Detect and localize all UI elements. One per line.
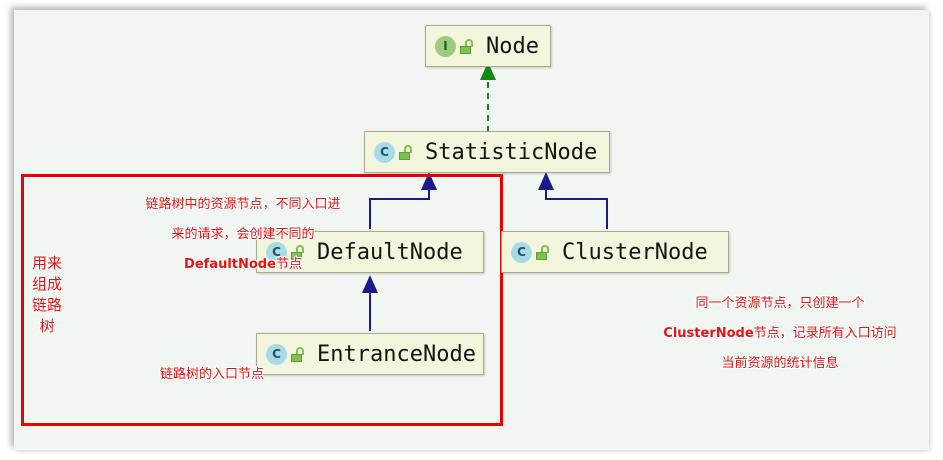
- class-name-cluster-node: ClusterNode: [562, 239, 708, 265]
- class-badge-icon: C: [511, 241, 532, 263]
- annotation-default-node-line3: DefaultNode节点: [118, 257, 368, 272]
- class-badge-icon: C: [266, 241, 287, 263]
- annotation-default-node-line3-bold: DefaultNode: [184, 257, 276, 272]
- class-name-node: Node: [486, 33, 539, 59]
- class-badge-icon: C: [266, 343, 287, 365]
- unlocked-padlock-icon: [291, 346, 304, 362]
- annotation-cluster-node-line2: ClusterNode节点，记录所有入口访问: [655, 326, 905, 341]
- annotation-default-node-line3-rest: 节点: [275, 257, 302, 272]
- annotation-default-node: 链路树中的资源节点，不同入口进 来的请求，会创建不同的 DefaultNode节…: [118, 182, 368, 287]
- group-highlight-box: [21, 174, 503, 426]
- annotation-entrance-node: 链路树的入口节点: [160, 367, 265, 382]
- annotation-cluster-node-line2-bold: ClusterNode: [663, 326, 754, 341]
- diagram-canvas: [14, 10, 929, 450]
- annotation-cluster-node: 同一个资源节点，只创建一个 ClusterNode节点，记录所有入口访问 当前资…: [655, 281, 905, 386]
- class-name-default-node: DefaultNode: [317, 239, 463, 265]
- class-box-statistic-node[interactable]: C StatisticNode: [364, 131, 610, 173]
- annotation-cluster-node-line2-rest: 节点，记录所有入口访问: [753, 326, 897, 341]
- class-badge-icon: C: [374, 141, 395, 163]
- unlocked-padlock-icon: [460, 38, 473, 54]
- interface-badge-icon: I: [435, 35, 456, 57]
- class-box-default-node[interactable]: C DefaultNode: [256, 231, 484, 273]
- class-box-node[interactable]: I Node: [425, 25, 551, 67]
- annotation-group-label: 用来 组成 链路 树: [31, 254, 62, 335]
- class-name-entrance-node: EntranceNode: [317, 341, 476, 367]
- annotation-default-node-line1: 链路树中的资源节点，不同入口进: [145, 197, 341, 212]
- class-name-statistic-node: StatisticNode: [425, 139, 598, 165]
- unlocked-padlock-icon: [291, 244, 304, 260]
- unlocked-padlock-icon: [536, 244, 549, 260]
- class-box-entrance-node[interactable]: C EntranceNode: [256, 333, 484, 375]
- annotation-cluster-node-line1: 同一个资源节点，只创建一个: [695, 296, 865, 311]
- annotation-default-node-line2: 来的请求，会创建不同的: [171, 227, 315, 242]
- class-box-cluster-node[interactable]: C ClusterNode: [501, 231, 729, 273]
- unlocked-padlock-icon: [399, 144, 412, 160]
- annotation-cluster-node-line3: 当前资源的统计信息: [721, 356, 839, 371]
